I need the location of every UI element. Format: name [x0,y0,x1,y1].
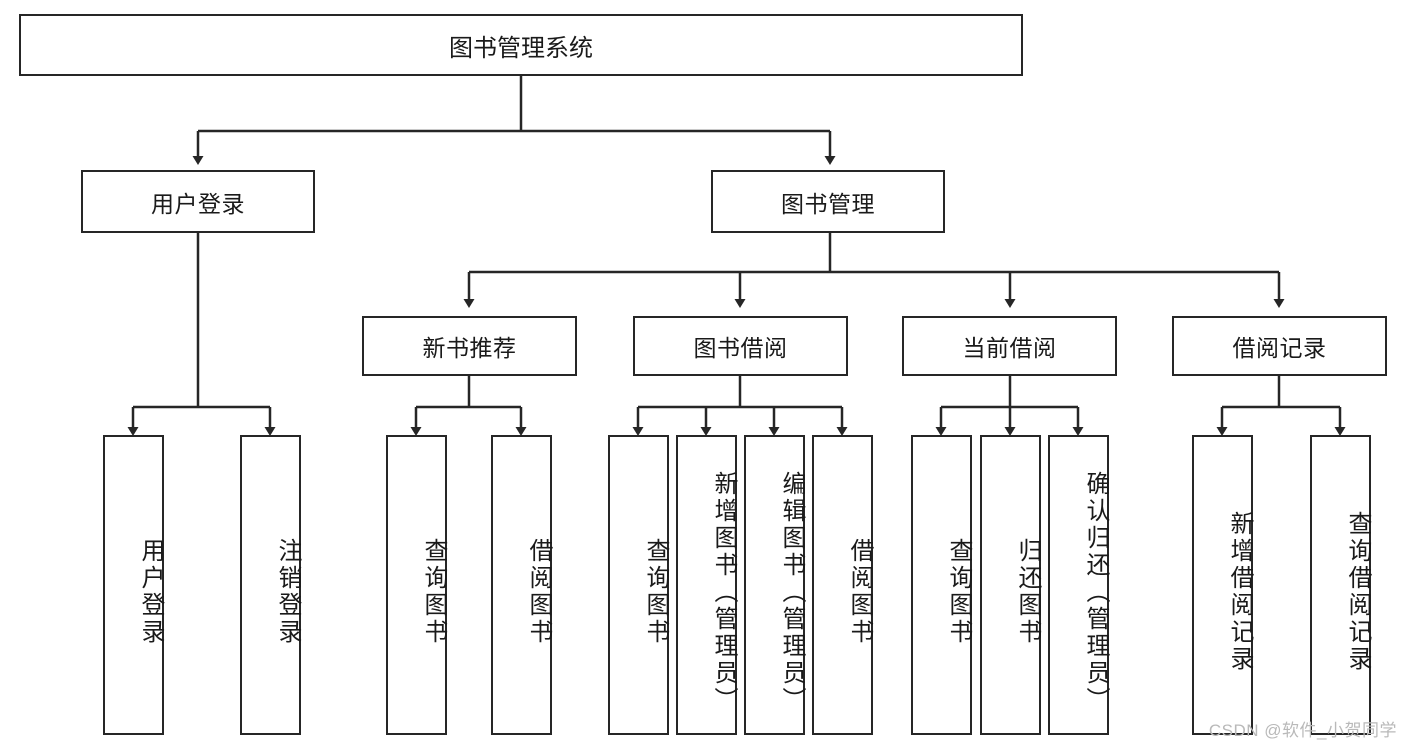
node-leaf-query-record-label: 查询借阅记录 [1344,511,1371,673]
node-leaf-add-book-label: 新增图书（管理员） [710,470,737,714]
node-leaf-add-record-label: 新增借阅记录 [1226,511,1253,673]
node-leaf-edit-book[interactable]: 编辑图书（管理员） [744,435,805,735]
node-leaf-query-record[interactable]: 查询借阅记录 [1310,435,1371,735]
node-current-borrow-label: 当前借阅 [962,335,1057,361]
node-leaf-query-book-2[interactable]: 查询图书 [608,435,669,735]
node-borrow-record[interactable]: 借阅记录 [1172,316,1387,376]
node-book-manage[interactable]: 图书管理 [711,170,945,233]
node-root-label: 图书管理系统 [449,34,593,62]
node-leaf-edit-book-label: 编辑图书（管理员） [778,470,805,714]
node-leaf-borrow-book-1[interactable]: 借阅图书 [491,435,552,735]
node-book-borrow-label: 图书借阅 [693,335,788,361]
node-current-borrow[interactable]: 当前借阅 [902,316,1117,376]
node-leaf-confirm-return[interactable]: 确认归还（管理员） [1048,435,1109,735]
node-leaf-borrow-book-2-label: 借阅图书 [846,538,873,646]
node-new-book-recommend-label: 新书推荐 [422,335,517,361]
node-leaf-add-record[interactable]: 新增借阅记录 [1192,435,1253,735]
node-leaf-borrow-book-2[interactable]: 借阅图书 [812,435,873,735]
node-root[interactable]: 图书管理系统 [19,14,1023,76]
node-leaf-query-book-1-label: 查询图书 [420,538,447,646]
node-leaf-return-book[interactable]: 归还图书 [980,435,1041,735]
node-leaf-confirm-return-label: 确认归还（管理员） [1082,470,1109,714]
node-leaf-return-book-label: 归还图书 [1014,538,1041,646]
node-leaf-borrow-book-1-label: 借阅图书 [525,538,552,646]
node-borrow-record-label: 借阅记录 [1232,335,1327,361]
node-leaf-query-book-3-label: 查询图书 [945,538,972,646]
node-user-login-label: 用户登录 [151,190,245,217]
node-leaf-add-book[interactable]: 新增图书（管理员） [676,435,737,735]
node-book-borrow[interactable]: 图书借阅 [633,316,848,376]
watermark: CSDN @软件_小贺同学 [1208,721,1397,740]
node-leaf-logout[interactable]: 注销登录 [240,435,301,735]
node-leaf-user-login[interactable]: 用户登录 [103,435,164,735]
node-leaf-query-book-1[interactable]: 查询图书 [386,435,447,735]
node-leaf-query-book-2-label: 查询图书 [642,538,669,646]
node-book-manage-label: 图书管理 [781,190,875,217]
node-leaf-logout-label: 注销登录 [274,538,301,646]
node-leaf-query-book-3[interactable]: 查询图书 [911,435,972,735]
node-user-login[interactable]: 用户登录 [81,170,315,233]
node-leaf-user-login-label: 用户登录 [137,538,164,646]
node-new-book-recommend[interactable]: 新书推荐 [362,316,577,376]
